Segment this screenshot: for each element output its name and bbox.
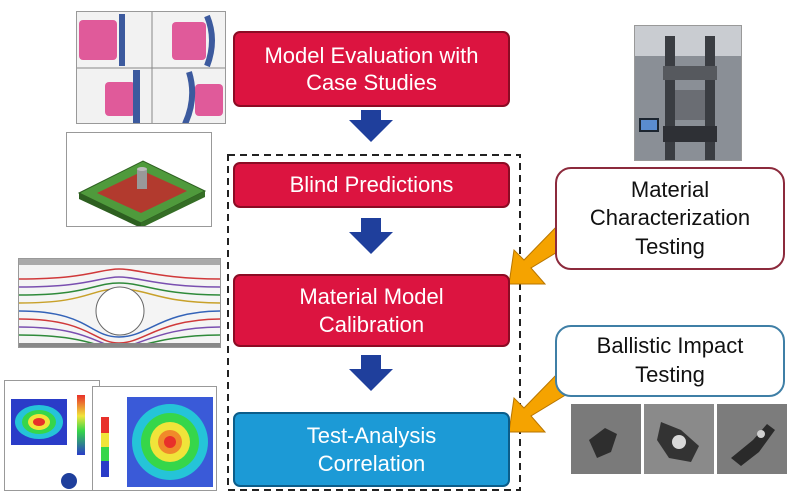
test-machine-photo [634,25,742,161]
flow-step-model-evaluation: Model Evaluation with Case Studies [233,31,510,107]
down-arrow-3 [349,355,393,391]
contour-analysis-image [92,386,217,491]
ballistic-specimen-photos [571,400,787,476]
case-study-projectile-images [76,11,226,124]
flow-step-test-analysis-correlation: Test-Analysis Correlation [233,412,510,487]
material-characterization-callout: Material Characterization Testing [555,167,785,270]
dashed-group-border [227,154,521,491]
displacement-contour-image [4,380,100,491]
ballistic-impact-callout: Ballistic Impact Testing [555,325,785,397]
flow-step-blind-predictions: Blind Predictions [233,162,510,208]
flow-simulation-image [18,258,221,348]
flow-step-material-model-calibration: Material Model Calibration [233,274,510,347]
panel-model-image [66,132,212,227]
down-arrow-2 [349,218,393,254]
down-arrow-1 [349,110,393,142]
